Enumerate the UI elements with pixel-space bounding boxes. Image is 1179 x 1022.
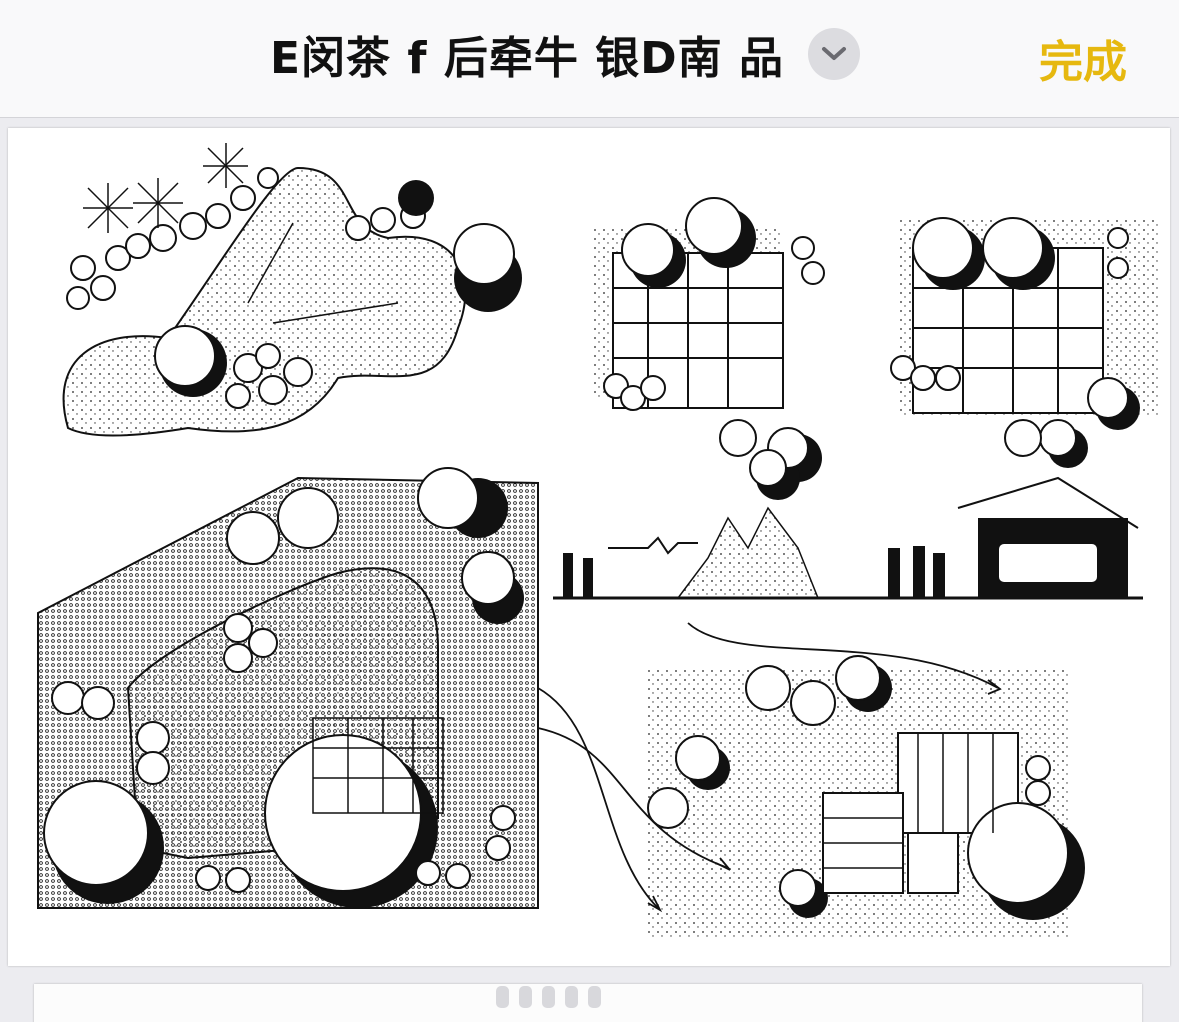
navigation-bar: E闵茶 f 后牵牛 银D南 品 完成 [0,0,1179,118]
courtyard-grid-plan-2 [890,217,1158,468]
section-elevation-drawing [553,476,1143,600]
chevron-down-icon[interactable] [808,28,860,80]
flow-arrows [537,622,1002,913]
title-group[interactable]: E闵茶 f 后牵牛 银D南 品 [270,24,860,84]
page-indicator [496,986,601,1008]
page-dot [588,986,601,1008]
page-dot [496,986,509,1008]
page-dot [542,986,555,1008]
garden-plan-drawing [37,467,539,909]
pond-plan-drawing [62,143,522,437]
terrace-plan-drawing [647,655,1085,938]
image-viewer[interactable] [0,118,1179,1022]
page-dot [565,986,578,1008]
page-title[interactable]: E闵茶 f 后牵牛 银D南 品 [270,33,784,84]
sketch-image[interactable] [8,128,1170,966]
done-button[interactable]: 完成 [1039,37,1127,88]
courtyard-grid-plan-1 [593,197,825,500]
page-dot [519,986,532,1008]
